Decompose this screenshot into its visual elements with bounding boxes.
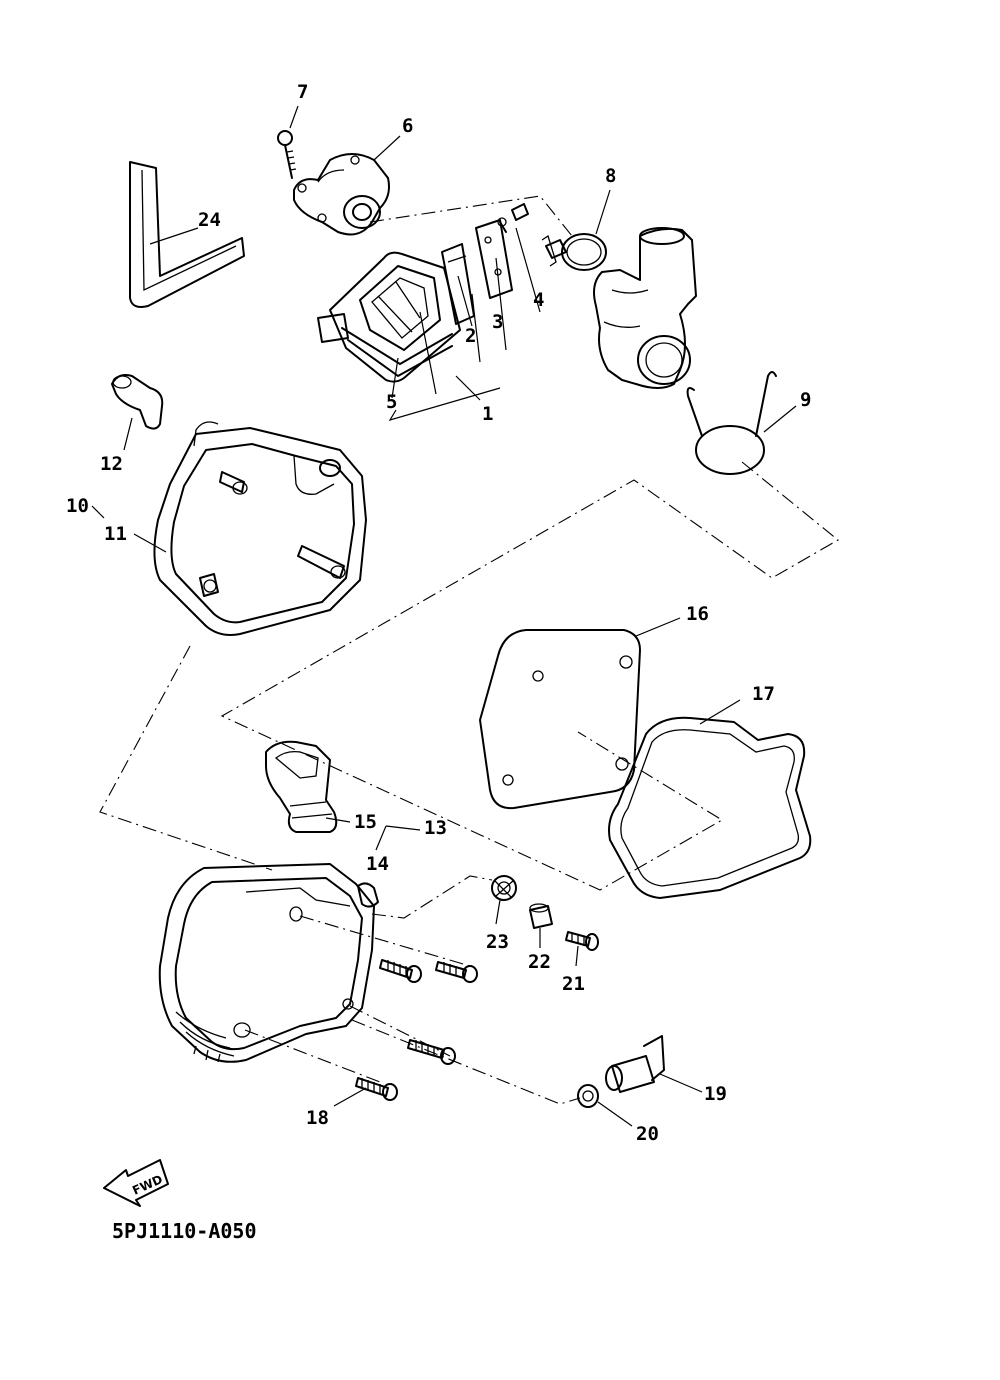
callout-8: 8 [605,165,616,187]
callout-11: 11 [104,523,127,545]
part-7-screw [277,130,297,179]
callout-9: 9 [800,389,811,411]
callout-1: 1 [482,403,493,425]
part-19-drain-tube [605,1035,665,1093]
callout-16: 16 [686,603,709,625]
part-15-intake-joint [265,740,338,833]
case-screw-a [379,959,422,983]
part-24-hose [129,161,245,308]
part-4-screw [497,203,529,233]
drawing-code: 5PJ1110-A050 [112,1219,257,1243]
part-14-lower-case [158,863,379,1063]
part-17-gasket [608,716,812,899]
part-21-screw [565,931,599,951]
callout-14: 14 [366,853,389,875]
case-screw-b [435,961,478,983]
part-16-element-cover [479,629,641,810]
callout-5: 5 [386,391,397,413]
callout-10: 10 [66,495,89,517]
leader-lines [91,105,797,1127]
case-screw-c [407,1039,456,1065]
callout-12: 12 [100,453,123,475]
part-5-reed-valve-gasket [317,251,461,383]
callout-6: 6 [402,115,413,137]
callout-3: 3 [492,311,503,333]
callout-15: 15 [354,811,377,833]
part-3-reed-plate [475,219,513,299]
fwd-arrow-icon: FWD [103,1159,169,1207]
part-12-joint [111,374,164,430]
callout-23: 23 [486,931,509,953]
callout-19: 19 [704,1083,727,1105]
part-8-hose-clamp [541,233,607,271]
part-11-case [153,421,367,636]
assembly-lines [99,195,839,1105]
callout-17: 17 [752,683,775,705]
callout-13: 13 [424,817,447,839]
callout-4: 4 [533,289,544,311]
callout-7: 7 [297,81,308,103]
part-9-spring-clip [686,371,777,475]
part-18-screw [355,1077,398,1101]
part-20-grommet [577,1084,599,1108]
callout-21: 21 [562,973,585,995]
part-6-reed-valve-cap [293,153,390,236]
part-2-reed-stopper [441,243,475,325]
part-22-collar [529,903,553,929]
callout-18: 18 [306,1107,329,1129]
callout-2: 2 [465,325,476,347]
carburetor-joint [593,227,697,389]
callout-20: 20 [636,1123,659,1145]
part-23-grommet [491,875,517,901]
callout-labels: 7 6 8 24 4 3 2 5 1 9 12 10 11 16 17 15 1… [66,81,811,1145]
callout-24: 24 [198,209,221,231]
callout-22: 22 [528,951,551,973]
